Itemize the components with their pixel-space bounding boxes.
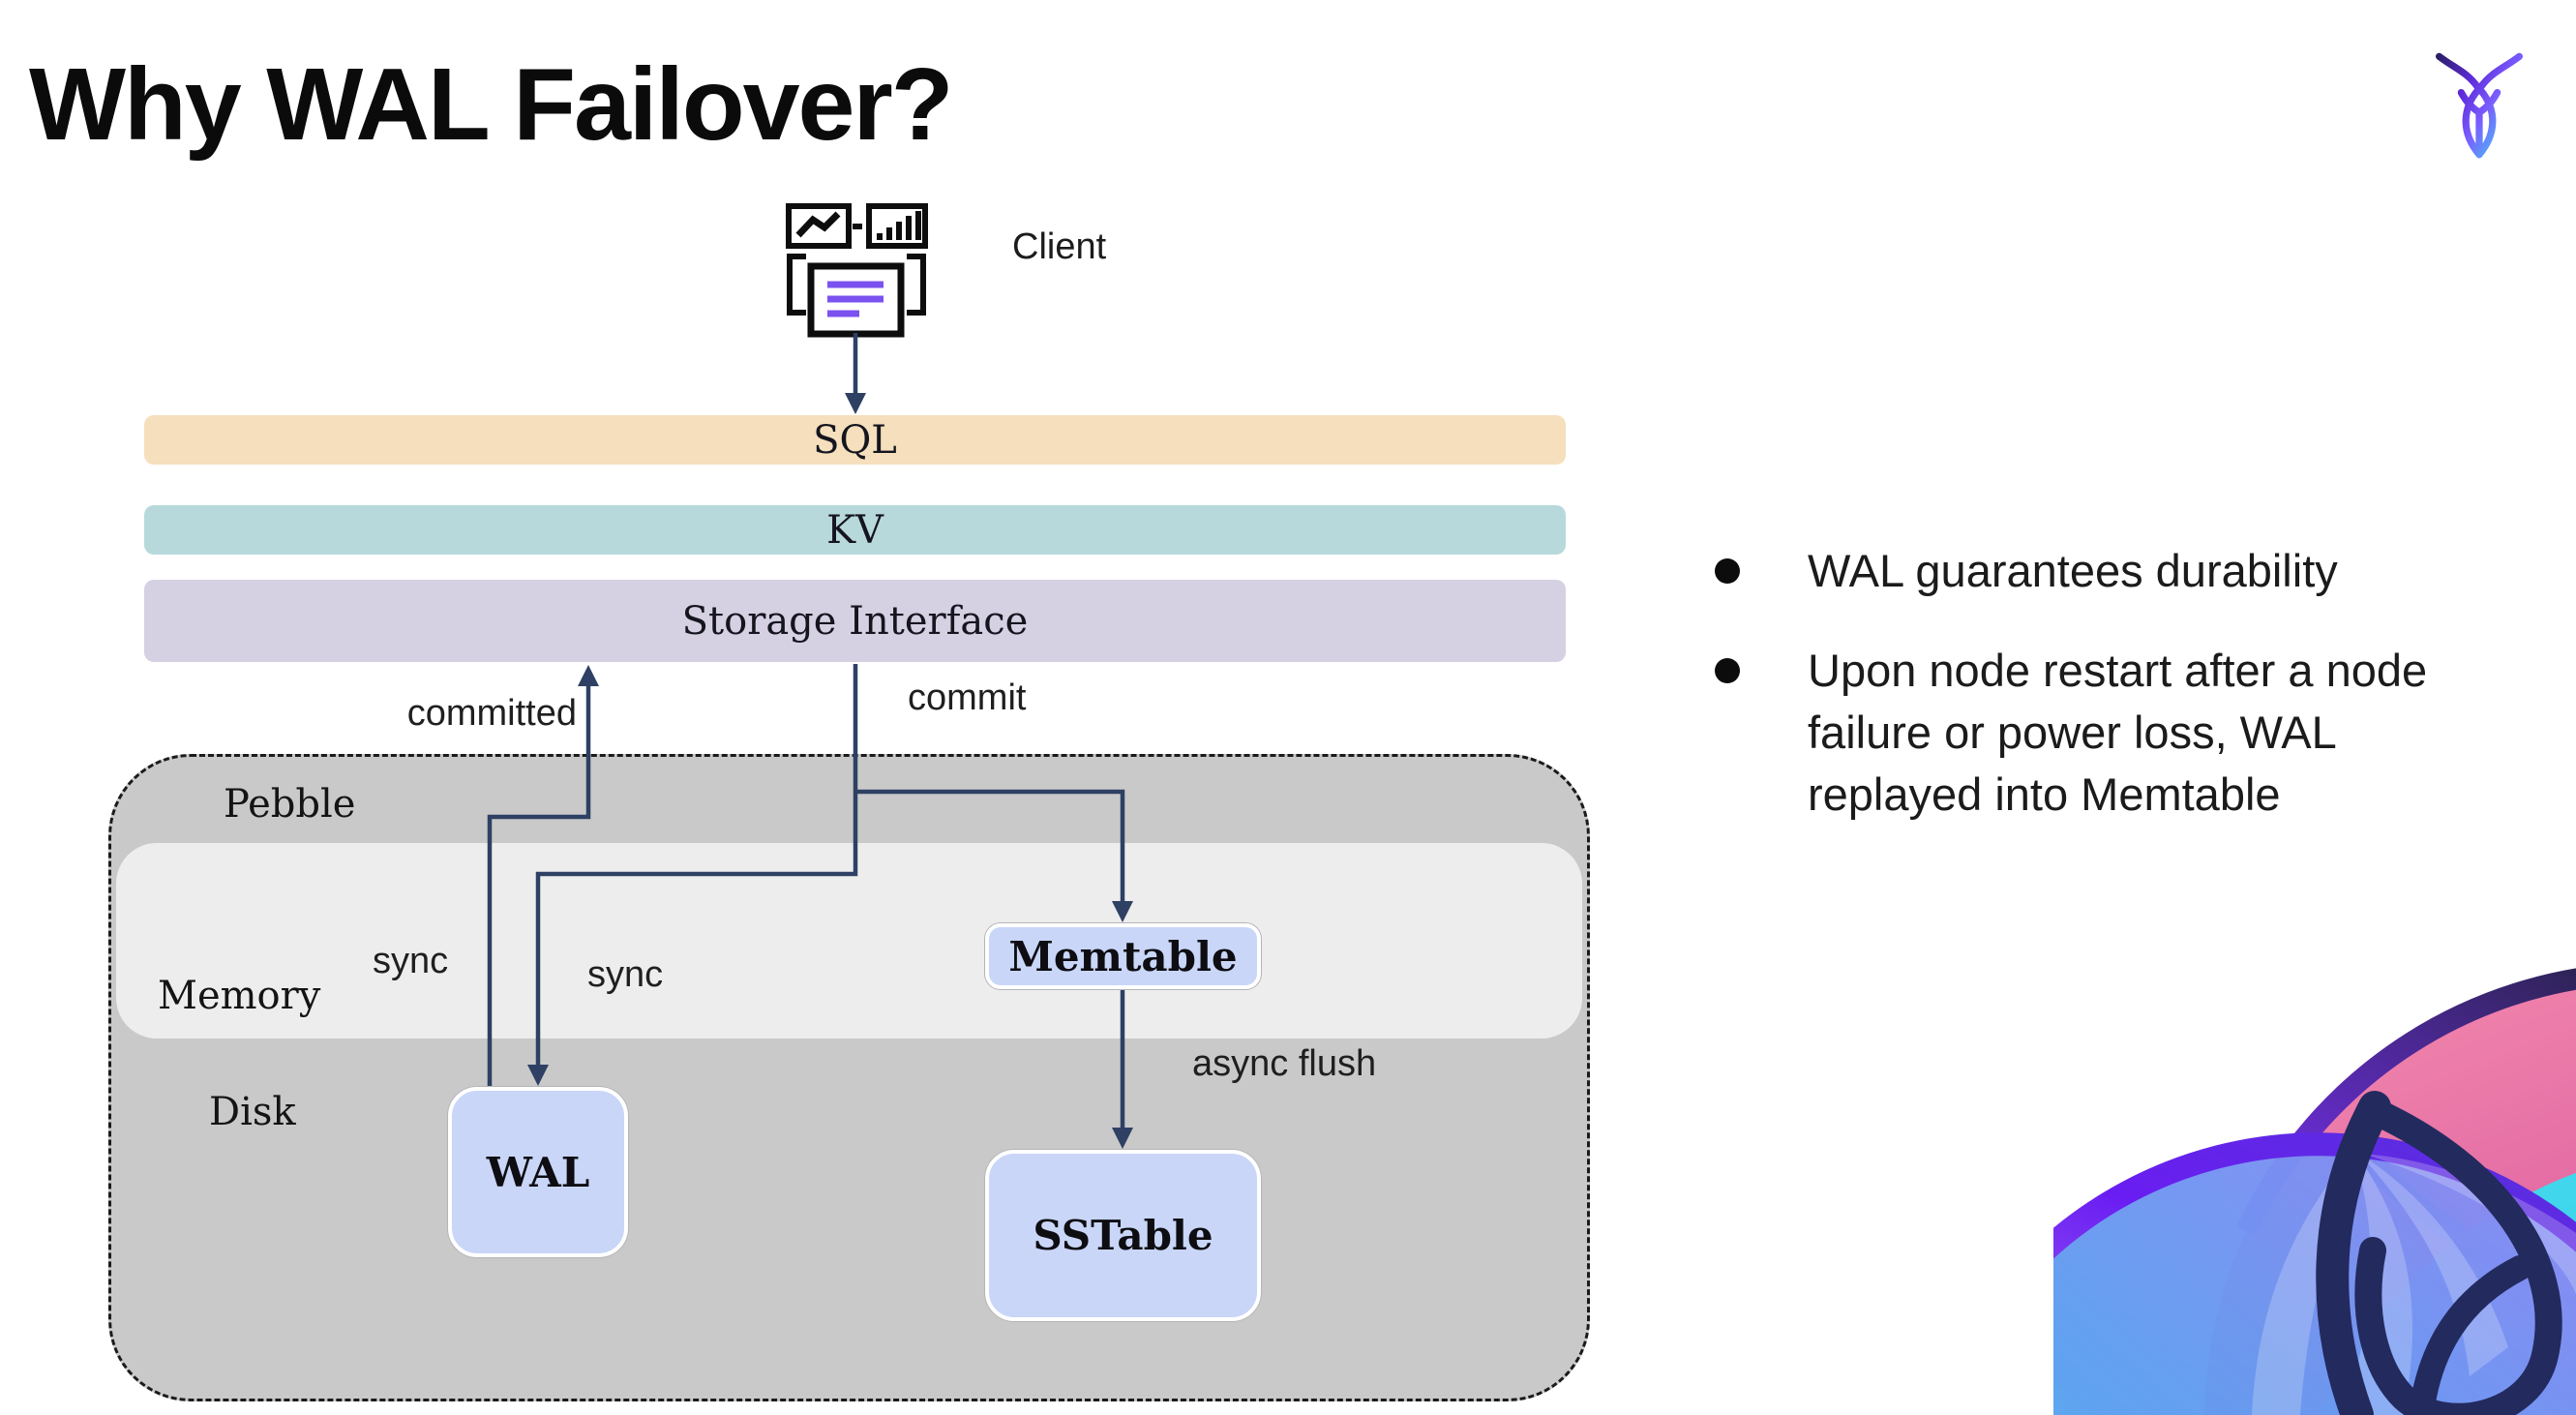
document-text-lines [827, 281, 884, 317]
pebble-label: Pebble [224, 782, 356, 827]
cockroach-glyph [2316, 1091, 2562, 1415]
memtable-box: Memtable [985, 923, 1261, 989]
dash-connector [853, 224, 862, 229]
sync-label-1: sync [373, 941, 449, 981]
layer-bar-storage-interface: Storage Interface [144, 580, 1566, 662]
line-chart-icon [786, 203, 852, 249]
client-label: Client [1012, 226, 1107, 267]
commit-label: commit [908, 677, 1027, 718]
wal-box: WAL [448, 1087, 628, 1257]
layer-bar-kv: KV [144, 505, 1566, 555]
sstable-label: SSTable [1033, 1212, 1213, 1259]
memory-label: Memory [158, 974, 321, 1018]
bullet-item: WAL guarantees durability [1808, 545, 2338, 596]
bar-chart-icon [866, 203, 928, 249]
sstable-box: SSTable [985, 1150, 1261, 1321]
bar-chart-bars [877, 211, 921, 240]
bullet-item: Upon node restart after a node failure o… [1808, 645, 2428, 820]
disk-label: Disk [209, 1090, 296, 1134]
layer-bar-sql: SQL [144, 415, 1566, 465]
brand-spheres-art [2053, 968, 2576, 1415]
layer-label-storage-interface: Storage Interface [681, 598, 1029, 644]
committed-label: committed [406, 693, 577, 734]
cockroachdb-logo-icon [2436, 52, 2524, 159]
bullet-dot [1715, 558, 1740, 584]
wal-label: WAL [486, 1148, 590, 1196]
sync-label-2: sync [587, 954, 664, 995]
layer-label-sql: SQL [813, 417, 897, 463]
memtable-label: Memtable [1008, 932, 1238, 980]
page-title: Why WAL Failover? [29, 47, 953, 162]
async-flush-label: async flush [1192, 1043, 1377, 1084]
bracket-icons [787, 254, 926, 316]
layer-label-kv: KV [826, 507, 884, 553]
memory-band [116, 843, 1582, 1039]
client-terminal-icon [786, 203, 928, 338]
bullet-dot [1715, 658, 1740, 683]
